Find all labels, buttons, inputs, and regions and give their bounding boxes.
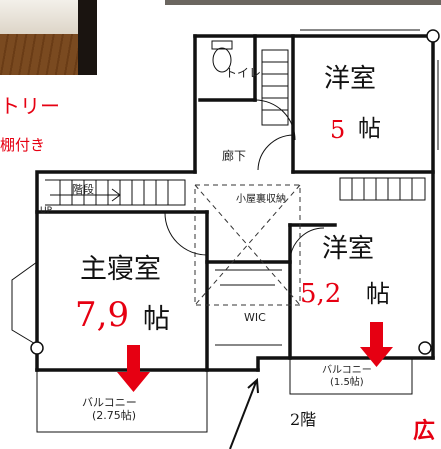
photo-floor: [0, 34, 78, 75]
door-swing-western2: [289, 227, 325, 263]
room-western1-size-unit: 帖: [358, 116, 381, 142]
door-swing-toilet: [254, 99, 296, 141]
stairs-arrow: [50, 188, 121, 202]
top-photo-strip: [165, 0, 441, 5]
floor-label: 2階: [290, 410, 317, 429]
wic-shelf: [215, 269, 282, 346]
stairs-outline: [45, 179, 186, 206]
closet-western1: [261, 49, 289, 126]
outer-wall-top: [193, 34, 435, 360]
closet-western2: [339, 177, 426, 201]
room-western1-size-number: 5: [330, 116, 346, 144]
door-swing-master: [164, 212, 208, 256]
pantry-subtitle: 棚付き: [0, 136, 46, 154]
room-western1-name: 洋室: [324, 64, 377, 94]
balcony-left-outline: [36, 369, 208, 433]
room-master-size-number: 7,9: [75, 295, 130, 335]
window-left-bay: [11, 261, 38, 346]
label-wic: WIC: [244, 311, 266, 324]
toilet-bowl: [212, 47, 232, 73]
column-br: [418, 341, 432, 355]
label-toilet: トイレ: [225, 66, 262, 80]
photo-door-frame: [78, 0, 97, 75]
arrow-western2-balcony: [360, 322, 393, 367]
balcony-right-size: (1.5帖): [330, 377, 364, 388]
room-western2-size-number: 5,2: [300, 279, 342, 309]
toilet-tank: [211, 40, 233, 50]
label-up: UP: [40, 206, 53, 216]
room-western2-size-unit: 帖: [366, 280, 390, 308]
balcony-left-size: (2.75帖): [92, 409, 137, 422]
room-master-name: 主寝室: [80, 254, 161, 285]
pointer-arrow: [229, 377, 259, 449]
outer-wall-west-step: [35, 170, 197, 372]
pantry-title: トリー: [0, 94, 60, 118]
door-swing-western1: [257, 134, 294, 171]
column-bl: [30, 341, 44, 355]
stairs-treads: [59, 180, 169, 205]
label-attic-storage: 小屋裏収納: [236, 194, 286, 205]
balcony-right-name: バルコニー: [322, 365, 372, 376]
room-master-size-unit: 帖: [143, 304, 170, 335]
label-hallway: 廊下: [222, 149, 247, 163]
room-western2-name: 洋室: [322, 234, 375, 264]
balcony-right-outline: [289, 357, 413, 395]
column-tr: [426, 29, 440, 43]
arrow-master-balcony: [117, 345, 150, 392]
edge-text: 広: [413, 418, 436, 444]
attic-storage-area: [194, 184, 301, 306]
interior-photo: [0, 0, 97, 75]
balcony-left-name: バルコニー: [82, 396, 137, 409]
label-stairs: 階段: [72, 183, 94, 196]
